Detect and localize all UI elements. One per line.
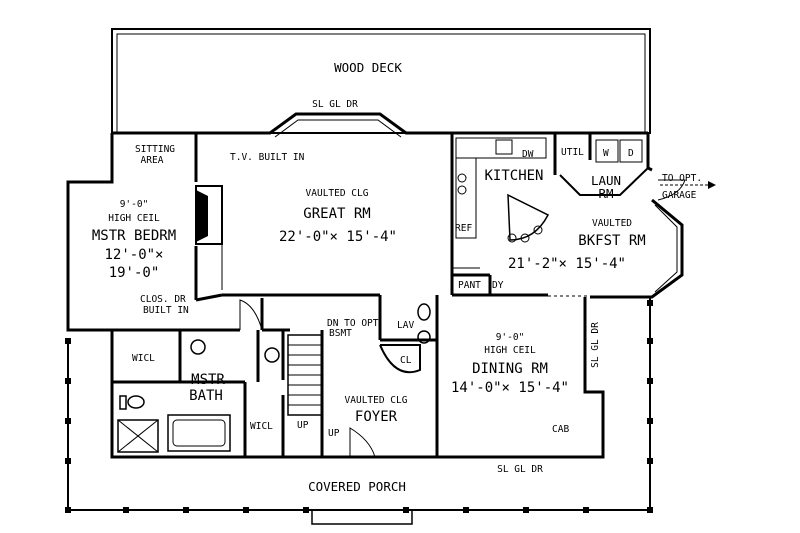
label-up-2: UP [328, 428, 340, 439]
label-dining-dim: 14'-0"× 15'-4" [451, 380, 569, 396]
label-pant: PANT [458, 280, 481, 291]
interior-walls [112, 133, 649, 457]
label-clos-dr: CLOS. DR [140, 294, 186, 305]
label-sitting-area-2: AREA [141, 155, 164, 166]
label-wicl-bottom: WICL [250, 421, 273, 432]
label-dining-rm: DINING RM [472, 361, 548, 377]
label-ref: REF [455, 223, 472, 234]
label-up-1: UP [297, 420, 309, 431]
label-sl-gl-dr-bottom: SL GL DR [497, 464, 543, 475]
label-tv-built-in: T.V. BUILT IN [230, 152, 305, 163]
label-wood-deck: WOOD DECK [334, 60, 402, 75]
label-sitting-area: SITTING [135, 144, 175, 155]
wood-deck [111, 28, 651, 134]
label-covered-porch: COVERED PORCH [308, 479, 406, 494]
label-dn-bsmt: DN TO OPT [327, 318, 379, 329]
label-mstr-bedrm-ceil-2: HIGH CEIL [108, 213, 160, 224]
label-mstr-bath-2: BATH [189, 388, 223, 404]
label-cab: CAB [552, 424, 569, 435]
label-washer: W [603, 148, 609, 159]
label-mstr-bedrm-dim-2: 19'-0" [109, 265, 160, 281]
label-dryer: D [628, 148, 634, 159]
label-bkfst-vaulted: VAULTED [592, 218, 632, 229]
label-dining-ceil: 9'-0" [496, 332, 525, 343]
label-laun-rm: LAUN [591, 173, 621, 188]
label-mstr-bedrm: MSTR BEDRM [92, 228, 176, 244]
label-to-opt-garage: TO OPT. [662, 173, 702, 184]
label-util: UTIL [561, 147, 584, 158]
label-mstr-bedrm-ceil: 9'-0" [120, 199, 149, 210]
label-mstr-bath: MSTR [191, 372, 225, 388]
label-foyer-vaulted: VAULTED CLG [345, 395, 408, 406]
label-mstr-bedrm-dim: 12'-0"× [104, 247, 163, 263]
label-kitchen: KITCHEN [484, 168, 543, 184]
label-clos-dr-2: BUILT IN [143, 305, 189, 316]
covered-porch [65, 297, 653, 525]
label-bkfst-rm: BKFST RM [578, 233, 645, 249]
label-great-rm-dim: 22'-0"× 15'-4" [279, 229, 397, 245]
label-lav: LAV [397, 320, 414, 331]
label-laun-rm-2: RM [598, 186, 613, 201]
label-dy: DY [492, 280, 504, 291]
label-sl-gl-dr-right: SL GL DR [590, 322, 601, 368]
exterior-walls [66, 112, 684, 459]
label-dw: DW [522, 149, 534, 160]
label-wicl-top: WICL [132, 353, 155, 364]
label-dn-bsmt-2: BSMT [329, 328, 352, 339]
label-bkfst-dim: 21'-2"× 15'-4" [508, 256, 626, 272]
label-great-rm-vaulted: VAULTED CLG [306, 188, 369, 199]
label-foyer: FOYER [355, 409, 398, 425]
label-great-rm: GREAT RM [303, 206, 370, 222]
label-sl-gl-dr-top: SL GL DR [312, 99, 358, 110]
label-to-opt-garage-2: GARAGE [662, 190, 697, 201]
label-cl: CL [400, 355, 412, 366]
label-dining-ceil-2: HIGH CEIL [484, 345, 536, 356]
fixtures [117, 137, 686, 458]
